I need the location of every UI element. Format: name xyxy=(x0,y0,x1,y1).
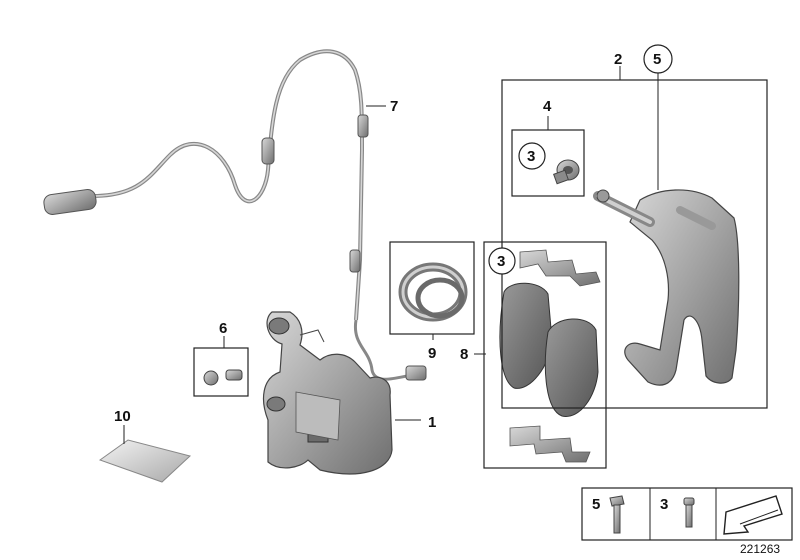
callout-1: 1 xyxy=(428,414,436,431)
grease-packet xyxy=(98,439,192,483)
legend-item-3-number: 3 xyxy=(660,496,668,513)
callout-6: 6 xyxy=(219,320,227,337)
callout-10: 10 xyxy=(114,408,131,425)
guide-bolt-small xyxy=(553,159,580,185)
fastener-legend: 5 3 xyxy=(581,487,793,541)
bolt-3-icon xyxy=(683,497,695,528)
diagram-id: 221263 xyxy=(740,542,780,556)
legend-item-5-number: 5 xyxy=(592,496,600,513)
navigation-arrow-icon xyxy=(723,495,783,535)
callout-9: 9 xyxy=(428,345,436,362)
group-box-9 xyxy=(389,241,475,335)
bleeder-valve xyxy=(203,369,243,386)
bolt-5-icon xyxy=(609,495,625,534)
leader-lines xyxy=(123,66,659,444)
piston-seal-kit xyxy=(398,262,468,322)
callout-3a-circle xyxy=(518,142,546,170)
callout-3a: 3 xyxy=(527,148,535,165)
group-box-2 xyxy=(501,79,768,409)
caliper-carrier xyxy=(593,189,740,386)
group-box-8 xyxy=(483,241,607,469)
callout-4: 4 xyxy=(543,98,552,115)
brake-caliper xyxy=(262,311,393,475)
callout-5: 5 xyxy=(653,51,661,68)
callout-8: 8 xyxy=(460,346,468,363)
callout-7: 7 xyxy=(390,98,398,115)
brake-pads-set xyxy=(499,249,601,463)
group-box-6 xyxy=(193,347,249,397)
callout-5-circle xyxy=(643,44,673,74)
callout-2: 2 xyxy=(614,51,622,68)
callout-3b-circle xyxy=(488,247,516,275)
wear-sensor-cable xyxy=(43,49,427,381)
callout-3b: 3 xyxy=(497,253,505,270)
